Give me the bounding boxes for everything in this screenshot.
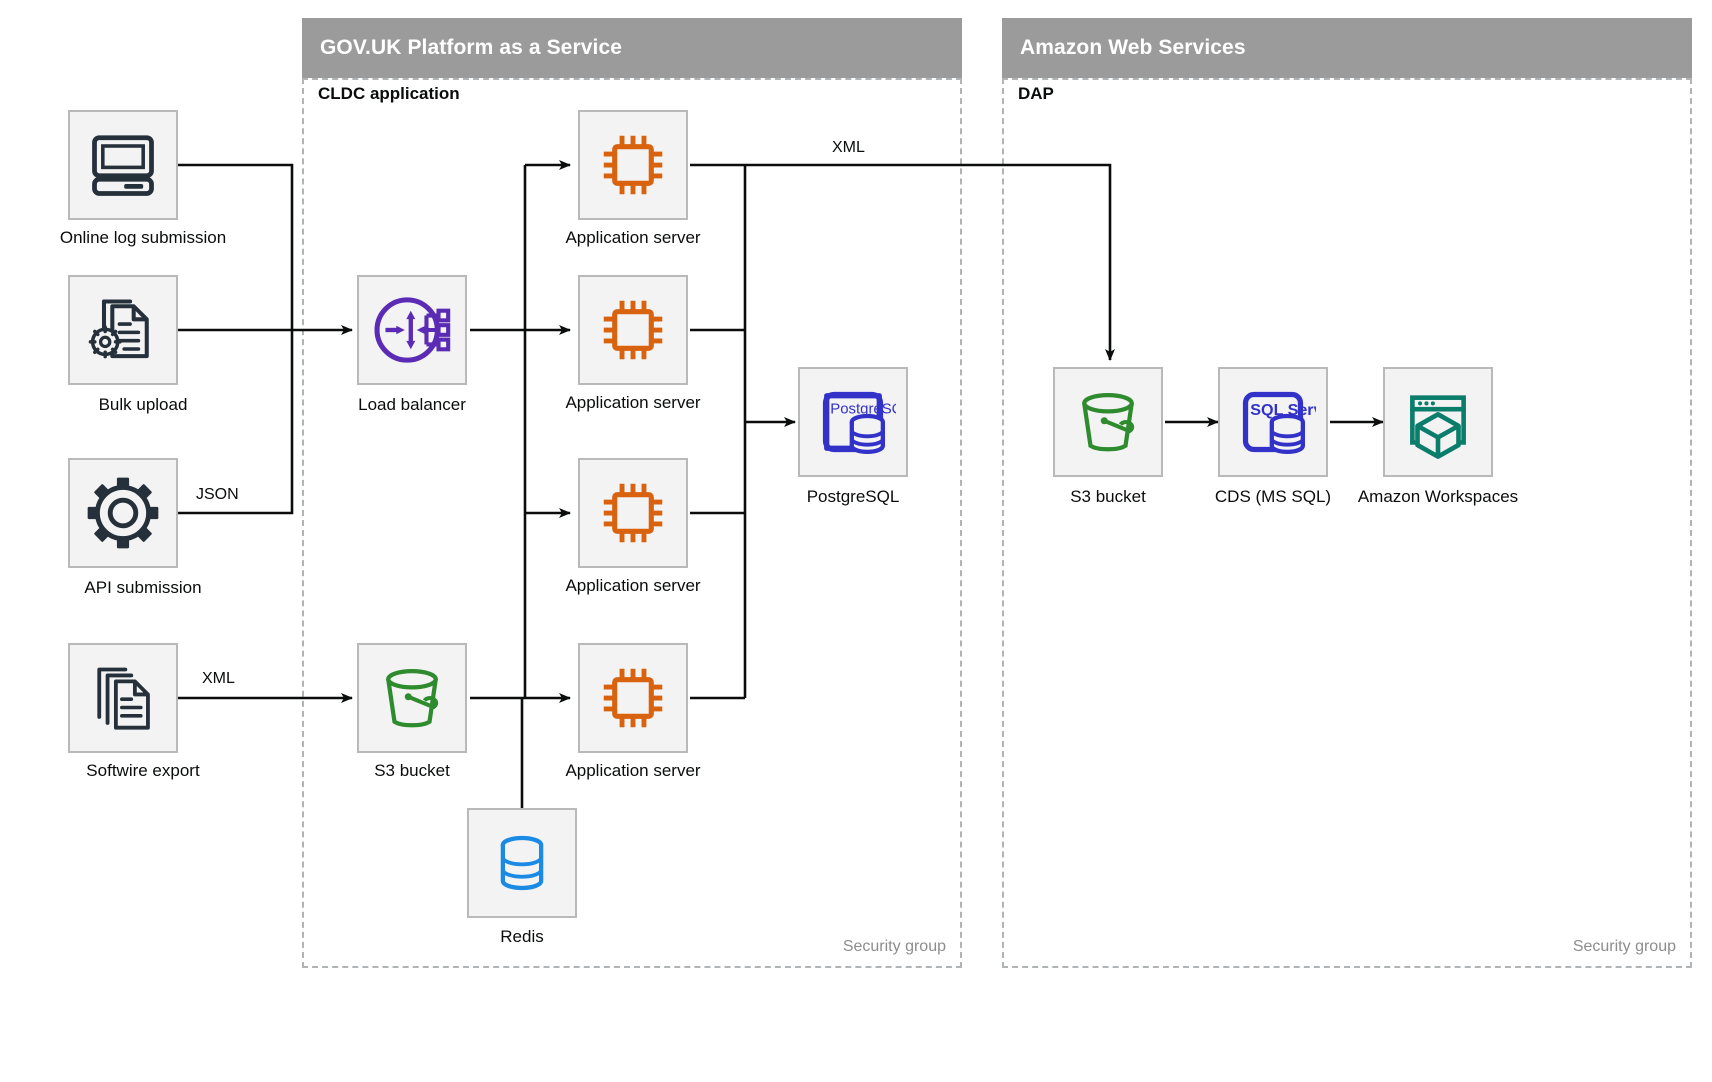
node-application-server-4[interactable] (578, 643, 688, 753)
node-s3-bucket-aws[interactable] (1053, 367, 1163, 477)
node-cds-ms-sql[interactable]: SQL Server (1218, 367, 1328, 477)
node-load-balancer[interactable] (357, 275, 467, 385)
node-postgresql[interactable]: PostgreSQL (798, 367, 908, 477)
browser-cube-icon (1397, 381, 1479, 463)
cpu-chip-icon (594, 659, 672, 737)
s3-bucket-icon (372, 658, 452, 738)
node-application-server-3[interactable] (578, 458, 688, 568)
database-cylinder-icon (486, 827, 558, 899)
svg-text:PostgreSQL: PostgreSQL (830, 401, 896, 418)
zone-header-aws: Amazon Web Services (1002, 18, 1692, 78)
node-label-online-log-submission: Online log submission (59, 228, 227, 247)
node-label-s3-bucket-aws: S3 bucket (1070, 487, 1146, 506)
node-label-redis: Redis (500, 927, 544, 946)
security-group-box-paas (302, 78, 962, 968)
node-label-s3-bucket-paas: S3 bucket (374, 761, 450, 780)
group-label-cldc: CLDC application (318, 84, 460, 103)
zone-title-paas: GOV.UK Platform as a Service (320, 36, 622, 59)
cpu-chip-icon (594, 474, 672, 552)
node-label-api-submission: API submission (84, 578, 202, 597)
node-label-softwire-export: Softwire export (86, 761, 200, 780)
node-label-application-server-4: Application server (565, 761, 701, 780)
node-softwire-export[interactable] (68, 643, 178, 753)
node-s3-bucket-paas[interactable] (357, 643, 467, 753)
zone-title-aws: Amazon Web Services (1020, 36, 1246, 59)
group-label-dap: DAP (1018, 84, 1054, 103)
load-balancer-icon (371, 289, 453, 371)
edge-label-xml-softwire: XML (198, 670, 239, 688)
security-group-box-aws (1002, 78, 1692, 968)
cpu-chip-icon (594, 126, 672, 204)
node-redis[interactable] (467, 808, 577, 918)
node-online-log-submission[interactable] (68, 110, 178, 220)
document-gear-icon (85, 292, 161, 368)
node-application-server-2[interactable] (578, 275, 688, 385)
zone-header-paas: GOV.UK Platform as a Service (302, 18, 962, 78)
postgresql-icon: PostgreSQL (810, 379, 896, 465)
desktop-computer-icon (85, 127, 161, 203)
node-application-server-1[interactable] (578, 110, 688, 220)
documents-stack-icon (85, 660, 161, 736)
node-label-application-server-1: Application server (565, 228, 701, 247)
node-label-postgresql: PostgreSQL (806, 487, 900, 506)
node-label-application-server-3: Application server (565, 576, 701, 595)
node-label-cds-ms-sql: CDS (MS SQL) (1214, 487, 1332, 506)
node-label-application-server-2: Application server (565, 393, 701, 412)
sql-server-icon: SQL Server (1230, 379, 1316, 465)
node-label-load-balancer: Load balancer (358, 395, 466, 414)
gear-icon (84, 474, 162, 552)
edge-label-json: JSON (192, 486, 243, 504)
cpu-chip-icon (594, 291, 672, 369)
security-group-label-aws: Security group (1572, 938, 1676, 955)
security-group-label-paas: Security group (842, 938, 946, 955)
s3-bucket-icon (1068, 382, 1148, 462)
node-amazon-workspaces[interactable] (1383, 367, 1493, 477)
node-label-bulk-upload: Bulk upload (98, 395, 188, 414)
svg-text:SQL Server: SQL Server (1250, 401, 1316, 419)
edge-label-xml-to-s3: XML (828, 139, 869, 157)
node-api-submission[interactable] (68, 458, 178, 568)
node-bulk-upload[interactable] (68, 275, 178, 385)
node-label-amazon-workspaces: Amazon Workspaces (1357, 487, 1519, 506)
